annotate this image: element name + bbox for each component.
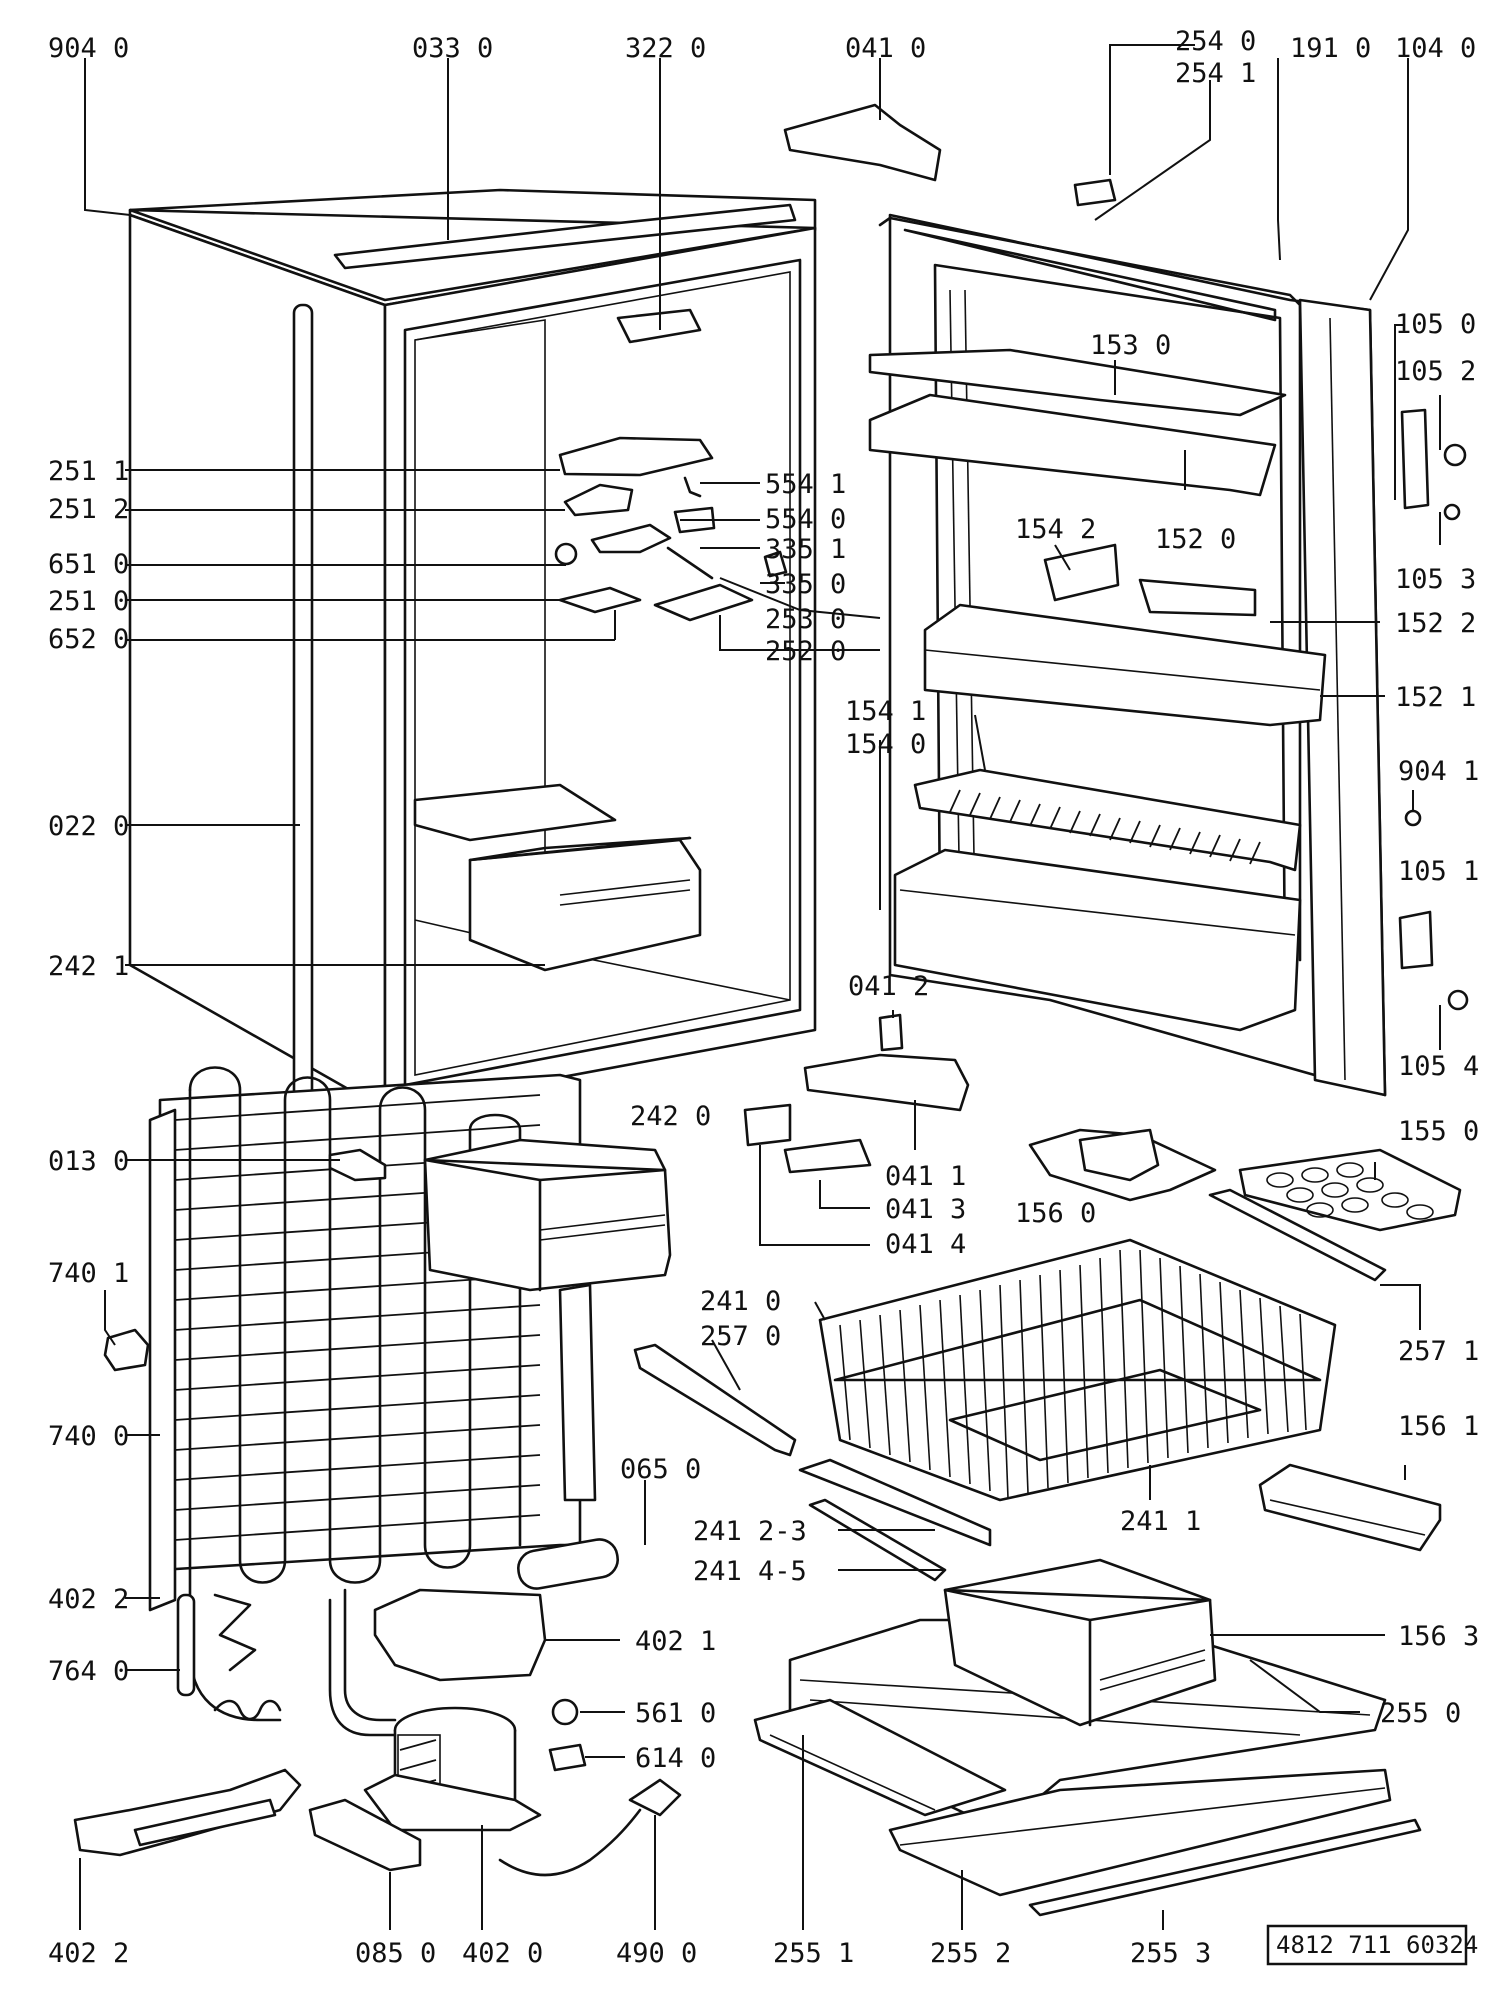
- part-label: 740 1: [48, 1258, 129, 1289]
- part-label: 156 0: [1015, 1198, 1096, 1229]
- part-label: 041 1: [885, 1161, 966, 1192]
- part-label: 257 1: [1398, 1336, 1479, 1367]
- part-label: 490 0: [616, 1938, 697, 1969]
- part-label: 402 0: [462, 1938, 543, 1969]
- part-label: 154 2: [1015, 514, 1096, 545]
- part-label: 241 0: [700, 1286, 781, 1317]
- part-label: 152 0: [1155, 524, 1236, 555]
- part-labels: 904 0 033 0 322 0 041 0 254 0 254 1 191 …: [48, 26, 1479, 1969]
- part-label: 740 0: [48, 1421, 129, 1452]
- part-label: 252 0: [765, 636, 846, 667]
- part-label: 033 0: [412, 33, 493, 64]
- part-label: 242 0: [630, 1101, 711, 1132]
- glass-shelves: [753, 1558, 1422, 1917]
- part-label: 105 0: [1395, 309, 1476, 340]
- part-label: 402 2: [48, 1584, 129, 1615]
- part-label: 904 1: [1398, 756, 1479, 787]
- part-label: 402 2: [48, 1938, 129, 1969]
- part-label: 041 4: [885, 1229, 966, 1260]
- part-label: 191 0: [1290, 33, 1371, 64]
- basket-runners: [633, 1343, 992, 1582]
- part-label: 554 0: [765, 504, 846, 535]
- part-label: 251 0: [48, 586, 129, 617]
- part-label: 651 0: [48, 549, 129, 580]
- part-label: 764 0: [48, 1656, 129, 1687]
- part-label: 322 0: [625, 33, 706, 64]
- dairy-box: [1258, 1463, 1442, 1552]
- control-parts: [554, 436, 788, 622]
- part-label: 085 0: [355, 1938, 436, 1969]
- part-label: 254 1: [1175, 58, 1256, 89]
- document-number: 4812 711 60324: [1276, 1931, 1478, 1959]
- part-label: 652 0: [48, 624, 129, 655]
- part-label: 153 0: [1090, 330, 1171, 361]
- part-label: 241 2-3: [693, 1516, 807, 1547]
- part-label: 561 0: [635, 1698, 716, 1729]
- part-label: 241 4-5: [693, 1556, 807, 1587]
- part-label: 255 2: [930, 1938, 1011, 1969]
- part-label: 335 1: [765, 534, 846, 565]
- part-label: 065 0: [620, 1454, 701, 1485]
- part-label: 105 4: [1398, 1051, 1479, 1082]
- part-label: 614 0: [635, 1743, 716, 1774]
- egg-tray: [1238, 1148, 1462, 1232]
- part-label: 241 1: [1120, 1506, 1201, 1537]
- butter-dish: [1028, 1128, 1217, 1202]
- part-label: 156 1: [1398, 1411, 1479, 1442]
- mounting-bracket: [73, 1768, 302, 1857]
- part-label: 251 1: [48, 456, 129, 487]
- cylinder-065: [517, 1538, 619, 1590]
- cabinet-body: [128, 188, 817, 1132]
- part-label: 251 2: [48, 494, 129, 525]
- part-label: 041 3: [885, 1194, 966, 1225]
- part-label: 255 3: [1130, 1938, 1211, 1969]
- part-label: 152 1: [1395, 682, 1476, 713]
- cabinet-legs: [558, 1283, 597, 1502]
- hinges: [743, 103, 1117, 1174]
- leader-lines: [79, 44, 1441, 1930]
- part-label: 104 0: [1395, 33, 1476, 64]
- door-shelves: [868, 348, 1327, 1032]
- rail-257-1: [1208, 1188, 1387, 1282]
- part-label: 257 0: [700, 1321, 781, 1352]
- part-label: 255 1: [773, 1938, 854, 1969]
- part-label: 105 1: [1398, 856, 1479, 887]
- part-label: 154 1: [845, 696, 926, 727]
- part-label: 154 0: [845, 729, 926, 760]
- part-label: 013 0: [48, 1146, 129, 1177]
- document-number-box: 4812 711 60324: [1266, 1924, 1478, 1966]
- part-label: 105 3: [1395, 564, 1476, 595]
- part-label: 041 2: [848, 971, 929, 1002]
- part-label: 402 1: [635, 1626, 716, 1657]
- part-label: 242 1: [48, 951, 129, 982]
- part-label: 156 3: [1398, 1621, 1479, 1652]
- part-label: 105 2: [1395, 356, 1476, 387]
- part-label: 041 0: [845, 33, 926, 64]
- part-label: 554 1: [765, 469, 846, 500]
- part-label: 152 2: [1395, 608, 1476, 639]
- drier-filter: [176, 1593, 282, 1721]
- part-label: 155 0: [1398, 1116, 1479, 1147]
- door-small-parts: [1398, 408, 1469, 1011]
- part-label: 022 0: [48, 811, 129, 842]
- part-label: 335 0: [765, 569, 846, 600]
- wire-basket: [818, 1238, 1337, 1502]
- part-label: 904 0: [48, 33, 129, 64]
- part-label: 255 0: [1380, 1698, 1461, 1729]
- part-label: 254 0: [1175, 26, 1256, 57]
- drawer-242-0: [423, 1138, 672, 1292]
- part-label: 253 0: [765, 604, 846, 635]
- crisper-drawer: [413, 783, 702, 972]
- compressor-assembly: [308, 1588, 682, 1877]
